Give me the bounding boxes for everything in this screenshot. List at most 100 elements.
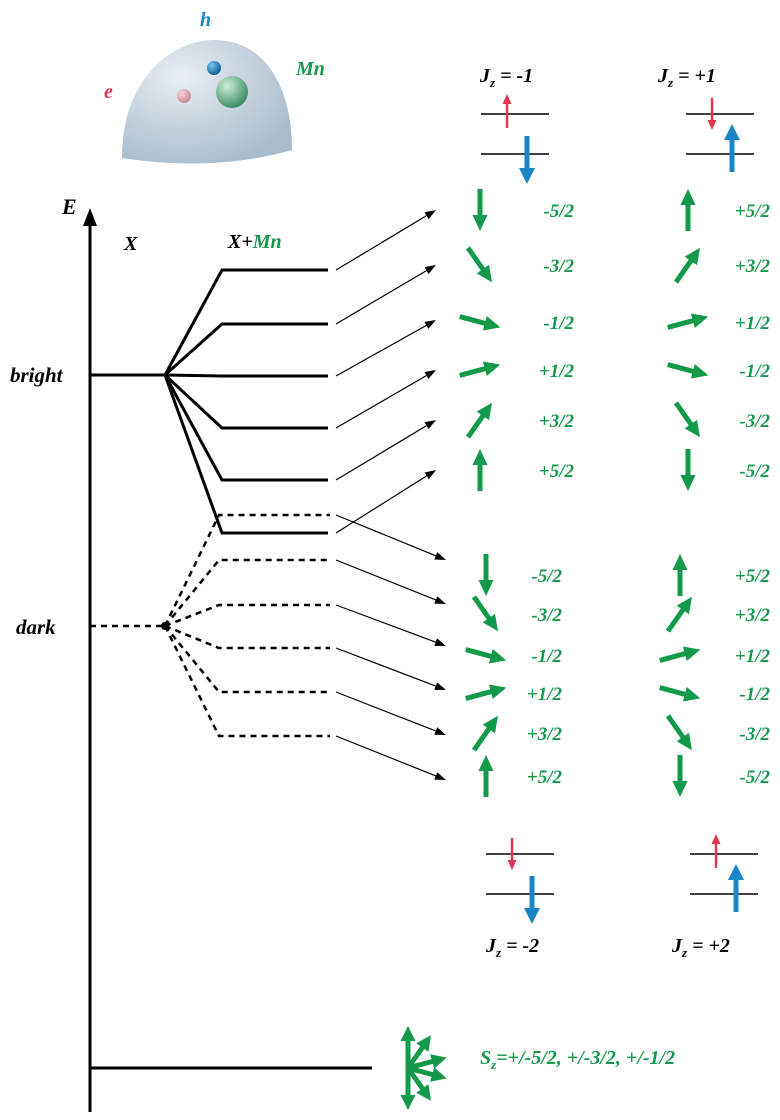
bright-right-spin-label-5: -3/2 [739,411,770,432]
bright-right-spin-label-6: -5/2 [739,461,770,482]
bright-right-spin-arrow-5 [673,401,700,438]
jz-plus1-hole-spin-up-icon [724,124,740,172]
dark-right-spin-arrow-5 [665,714,692,751]
dark-left-spin-label-3: -1/2 [531,646,562,667]
jz-minus1-hole-spin-down-icon [519,136,535,184]
bright-right-spin-label-1: +5/2 [735,201,771,222]
electron-hole-spin-levels [481,94,758,924]
bright-right-spin-arrow-1 [680,189,696,231]
dark-transition-arrow-6 [335,735,446,780]
dark-right-spin-label-2: +3/2 [735,605,771,626]
transition-arrows [335,210,446,780]
bright-left-spin-arrow-6 [472,449,488,491]
dark-left-spin-arrow-1 [478,554,494,596]
bright-transition-arrow-6 [335,470,436,534]
bright-right-spin-arrow-6 [680,449,696,491]
jz-dark-right-label: Jz = +2 [671,935,730,960]
bright-right-spin-label-3: +1/2 [735,313,771,334]
hole-label: h [200,9,211,31]
bright-label: bright [10,363,64,387]
exciton-mn-label: X+Mn [227,231,282,253]
dark-left-spin-arrow-5 [471,715,498,752]
bright-transition-arrow-3 [335,320,436,377]
energy-axis-label: E [61,194,77,219]
bright-left-spin-arrow-3 [459,314,501,331]
bright-right-spin-arrow-2 [673,247,700,284]
bright-right-spin-label-4: -1/2 [739,361,770,382]
dark-level-fan [90,513,330,738]
bright-left-spin-label-3: -1/2 [543,313,574,334]
mn-spin-labels: -5/2 -3/2 -1/2 +1/2 +3/2 +5/2 +5/2 +3/2 +1/2 -1/2… [527,201,771,788]
jz-bright-right-label: Jz = +1 [657,65,716,90]
dark-right-spin-label-6: -5/2 [739,767,770,788]
dark-right-spin-label-1: +5/2 [735,566,771,587]
jz-minus2-hole-spin-down-icon [524,876,540,924]
electron-sphere [177,89,191,103]
dark-left-spin-label-4: +1/2 [527,684,563,705]
bright-left-spin-arrow-1 [472,189,488,231]
dark-right-spin-arrow-2 [665,596,692,633]
bright-right-spin-arrow-3 [667,313,709,330]
dark-transition-arrow-3 [335,604,446,646]
dark-transition-arrow-1 [335,514,446,560]
ground-spin-arrow-6 [400,1068,416,1110]
sz-values-label: Sz=+/-5/2, +/-3/2, +/-1/2 [480,1047,675,1072]
dark-branch-point [161,622,169,630]
hole-sphere [207,61,221,75]
bright-level-fan [90,268,328,535]
dark-left-spin-label-5: +3/2 [527,724,563,745]
quantum-dot-illustration: h e Mn [104,9,325,164]
dark-left-spin-label-1: -5/2 [531,566,562,587]
jz-dark-left-label: Jz = -2 [485,935,539,960]
mn-spin-star [400,1026,447,1110]
exciton-label: X [123,233,138,255]
dark-right-spin-arrow-3 [659,646,701,663]
dark-right-spin-arrow-6 [672,755,688,797]
dark-left-spin-arrow-3 [465,647,507,664]
dark-left-spin-arrow-2 [471,595,498,632]
jz-minus1-electron-spin-up-icon [502,94,512,128]
bright-left-spin-arrow-2 [465,246,492,283]
electron-label: e [104,81,113,103]
dark-transition-arrow-5 [335,691,446,735]
dark-right-spin-label-5: -3/2 [739,724,770,745]
ground-spin-arrow-4 [407,1065,447,1082]
jz-plus1-electron-spin-down-icon [707,98,717,130]
dark-left-spin-arrow-4 [465,684,507,701]
ground-spin-arrow-5 [406,1066,431,1101]
ground-spin-arrow-2 [406,1035,431,1070]
dark-right-spin-label-3: +1/2 [735,646,771,667]
bright-left-spin-arrow-4 [459,361,501,378]
dark-transition-arrow-2 [335,559,446,604]
dark-left-spin-label-2: -3/2 [531,605,562,626]
energy-axis: E [61,194,97,1112]
dark-right-spin-arrow-4 [659,685,701,702]
bright-left-spin-arrow-5 [465,402,492,439]
bright-transition-arrow-4 [335,370,436,429]
bright-left-spin-label-6: +5/2 [539,461,575,482]
mn-spin-arrows [459,189,709,797]
dark-label: dark [16,615,56,639]
jz-minus2-electron-spin-down-icon [507,838,517,870]
bright-transition-arrow-5 [335,420,436,481]
axis-arrowhead-icon [83,208,97,226]
ground-spin-arrow-3 [407,1054,447,1071]
jz-plus2-electron-spin-up-icon [711,834,721,868]
dark-left-spin-arrow-6 [478,755,494,797]
bright-transition-arrow-1 [335,210,436,271]
jz-bright-left-label: Jz = -1 [479,65,533,90]
dark-right-spin-arrow-1 [672,554,688,596]
jz-plus2-hole-spin-up-icon [728,864,744,912]
bright-right-spin-label-2: +3/2 [735,256,771,277]
bright-left-spin-label-2: -3/2 [543,256,574,277]
dark-left-spin-label-6: +5/2 [527,767,563,788]
manganese-label: Mn [295,58,325,80]
bright-left-spin-label-5: +3/2 [539,411,575,432]
ground-spin-arrow-1 [400,1026,416,1068]
dark-right-spin-label-4: -1/2 [739,684,770,705]
dark-transition-arrow-4 [335,647,446,690]
bright-right-spin-arrow-4 [667,362,709,379]
manganese-sphere [216,76,248,108]
quantum-dot-shell [122,40,292,164]
